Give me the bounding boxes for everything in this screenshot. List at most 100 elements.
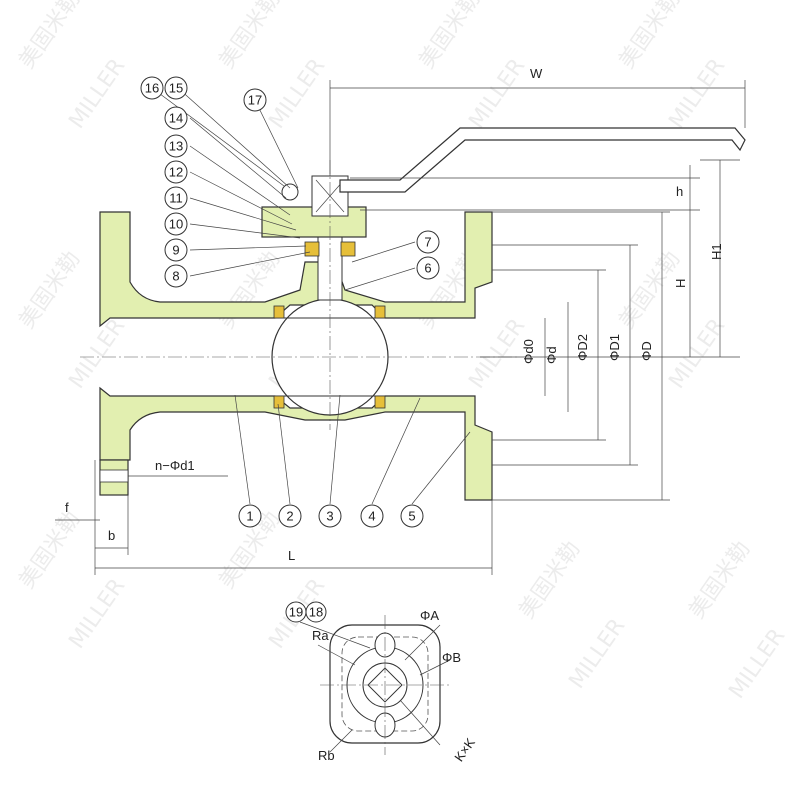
leader-Rb bbox=[329, 729, 353, 753]
balloon-3 bbox=[318, 504, 342, 528]
balloon-14 bbox=[164, 106, 188, 130]
leader-KK bbox=[399, 699, 441, 746]
balloon-7 bbox=[416, 230, 440, 254]
dim-A-label: ΦA bbox=[420, 608, 439, 623]
watermark-en: MILLER bbox=[64, 574, 130, 653]
watermark-cn: 美固米勒 bbox=[14, 0, 85, 73]
leader-14 bbox=[189, 117, 287, 199]
part-label-15: 15 bbox=[169, 81, 183, 96]
part-label-4: 4 bbox=[368, 509, 375, 524]
watermark-en: MILLER bbox=[464, 54, 530, 133]
part-label-17: 17 bbox=[248, 93, 262, 108]
part-balloons: 1 2 3 4 5 6 7 8 9 10 11 12 13 14 15 16 1… bbox=[140, 76, 440, 528]
stop-screw bbox=[281, 183, 299, 201]
part-label-1: 1 bbox=[246, 509, 253, 524]
dim-D1-label: ΦD1 bbox=[607, 334, 622, 361]
balloon-10 bbox=[164, 212, 188, 236]
leader-17 bbox=[254, 99, 299, 189]
handle-lever bbox=[339, 127, 746, 193]
leader-B bbox=[419, 659, 451, 676]
seat-left-upper bbox=[273, 305, 285, 319]
dim-Rb-label: Rb bbox=[318, 748, 335, 763]
watermark-en: MILLER bbox=[664, 54, 730, 133]
balloon-1 bbox=[238, 504, 262, 528]
part-label-12: 12 bbox=[169, 165, 183, 180]
balloon-2 bbox=[278, 504, 302, 528]
dim-B-label: ΦB bbox=[442, 650, 461, 665]
balloon-4 bbox=[360, 504, 384, 528]
watermark-en: MILLER bbox=[64, 314, 130, 393]
dim-d-label: Φd bbox=[544, 346, 559, 364]
part-label-19: 19 bbox=[289, 605, 303, 620]
watermark-en: MILLER bbox=[264, 54, 330, 133]
part-label-14: 14 bbox=[169, 111, 183, 126]
part-label-8: 8 bbox=[172, 269, 179, 284]
part-label-2: 2 bbox=[286, 509, 293, 524]
packing-left bbox=[304, 241, 320, 257]
leader-A bbox=[404, 624, 441, 661]
seat-right-upper bbox=[374, 305, 386, 319]
leader-15 bbox=[177, 87, 291, 189]
watermark-en: MILLER bbox=[564, 614, 630, 693]
dimension-lines: W h H1 H Φd0 Φd ΦD2 ΦD1 ΦD n−Φd1 bbox=[55, 66, 746, 575]
leader-Ra bbox=[317, 644, 356, 666]
balloon-9 bbox=[164, 238, 188, 262]
part-label-16: 16 bbox=[145, 81, 159, 96]
dim-W-label: W bbox=[530, 66, 543, 81]
packing-right bbox=[340, 241, 356, 257]
leader-10 bbox=[189, 223, 301, 239]
leader-13 bbox=[189, 145, 291, 216]
balloon-16 bbox=[140, 76, 164, 100]
dim-KK-label: K×K bbox=[451, 735, 478, 764]
part-label-6: 6 bbox=[424, 261, 431, 276]
dim-bolt-label: n−Φd1 bbox=[155, 458, 195, 473]
leader-6 bbox=[344, 267, 416, 291]
watermark-cn: 美固米勒 bbox=[214, 0, 285, 73]
part-label-10: 10 bbox=[169, 217, 183, 232]
watermark-cn: 美固米勒 bbox=[14, 247, 85, 333]
part-label-7: 7 bbox=[424, 235, 431, 250]
dim-h-label: h bbox=[676, 184, 683, 199]
watermark-en: MILLER bbox=[664, 314, 730, 393]
balloon-17 bbox=[243, 88, 267, 112]
dim-D-label: ΦD bbox=[639, 341, 654, 361]
leader-1 bbox=[234, 394, 251, 505]
seat-left-lower bbox=[273, 395, 285, 409]
balloon-6 bbox=[416, 256, 440, 280]
balloon-11 bbox=[164, 186, 188, 210]
part-label-11: 11 bbox=[169, 191, 183, 206]
valve-body-lower bbox=[99, 386, 493, 501]
part-label-18: 18 bbox=[309, 605, 323, 620]
valve-section-view bbox=[80, 127, 746, 501]
part-label-3: 3 bbox=[326, 509, 333, 524]
leader-11 bbox=[189, 197, 297, 231]
part-label-13: 13 bbox=[169, 139, 183, 154]
watermark-cn: 美固米勒 bbox=[614, 247, 685, 333]
dim-b-label: b bbox=[108, 528, 115, 543]
watermark-cn: 美固米勒 bbox=[614, 0, 685, 73]
leader-3 bbox=[329, 394, 341, 505]
dim-D2-label: ΦD2 bbox=[575, 334, 590, 361]
balloon-13 bbox=[164, 134, 188, 158]
bolt-hole bbox=[99, 469, 129, 483]
watermark-cn: 美固米勒 bbox=[514, 537, 585, 623]
leader-12 bbox=[189, 171, 293, 225]
leader-2 bbox=[277, 403, 291, 505]
leader-9 bbox=[189, 245, 307, 251]
leader-7 bbox=[351, 241, 416, 263]
balloon-18 bbox=[305, 601, 327, 623]
watermark-en: MILLER bbox=[64, 54, 130, 133]
part-leaders bbox=[151, 87, 471, 505]
part-label-5: 5 bbox=[408, 509, 415, 524]
watermark-cn: 美固米勒 bbox=[414, 0, 485, 73]
dim-d0-label: Φd0 bbox=[521, 339, 536, 364]
balloon-15 bbox=[164, 76, 188, 100]
leader-5 bbox=[411, 431, 471, 505]
dim-f-label: f bbox=[65, 500, 69, 515]
watermark-cn: 美固米勒 bbox=[214, 247, 285, 333]
seat-right-lower bbox=[374, 395, 386, 409]
dim-H1-label: H1 bbox=[709, 243, 724, 260]
balloon-12 bbox=[164, 160, 188, 184]
